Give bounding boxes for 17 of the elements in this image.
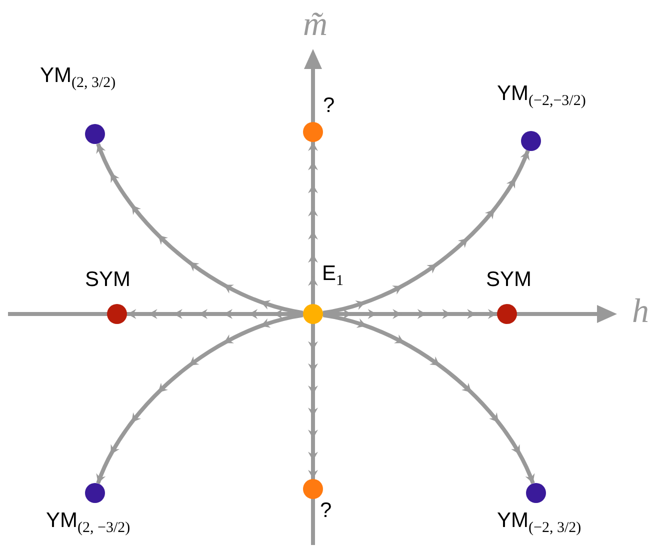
fixed-point-label: YM$_{(2, 3/2)}$ [40, 64, 116, 88]
fixed-point-label: YM$_{(−2,−3/2)}$ [497, 82, 586, 106]
fixed-point-label: YM$_{(−2, 3/2)}$ [497, 509, 582, 533]
fixed-point-label: E$_{1}$ [322, 262, 344, 286]
flow-line [322, 150, 530, 315]
fixed-point-label: ? [320, 499, 332, 523]
axis-label: m̃ [303, 6, 328, 44]
axis-label: h [632, 293, 649, 331]
flow-line [322, 313, 535, 484]
flow-line [96, 313, 304, 484]
fixed-point-label: SYM [486, 268, 532, 292]
fixed-point-label: YM$_{(2, −3/2)}$ [46, 509, 130, 533]
flow-line [308, 142, 318, 304]
fixed-point-label: ? [323, 94, 335, 118]
flow-line [96, 143, 304, 315]
flow-line [308, 324, 318, 480]
fixed-point-label: SYM [85, 268, 131, 292]
